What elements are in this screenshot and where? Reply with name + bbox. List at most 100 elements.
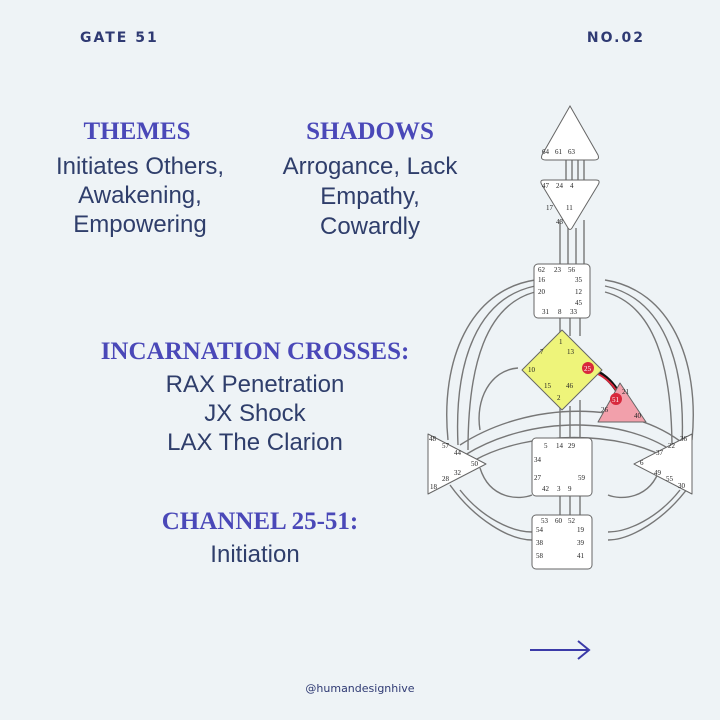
gate-label: 61 <box>555 148 563 156</box>
gate-label: 43 <box>556 218 564 226</box>
gate-label: 38 <box>536 539 544 547</box>
shadows-text: Arrogance, Lack Empathy, Cowardly <box>262 152 478 242</box>
gate-label: 22 <box>668 442 676 450</box>
gate-label: 45 <box>575 299 583 307</box>
gate-label: 31 <box>542 308 550 316</box>
gate-25-marker <box>582 362 594 374</box>
shadows-heading: SHADOWS <box>306 118 434 145</box>
channel-line: Initiation <box>210 541 300 568</box>
gate-label: 20 <box>538 288 546 296</box>
solar-plexus-center <box>633 433 693 495</box>
head-center <box>541 104 599 161</box>
gate-label: 56 <box>568 266 576 274</box>
gate-label: 25 <box>584 365 592 373</box>
gate-label: 39 <box>577 539 585 547</box>
gate-label: 42 <box>542 485 550 493</box>
gate-label: 21 <box>622 388 630 396</box>
gate-label: 13 <box>567 348 575 356</box>
gate-label: 44 <box>454 449 462 457</box>
incarnation-crosses-text: RAX Penetration JX Shock LAX The Clarion <box>120 370 390 457</box>
gate-label: 46 <box>566 382 574 390</box>
gate-label: 48 <box>429 435 437 443</box>
gate-label: 49 <box>654 469 662 477</box>
gate-label: 12 <box>575 288 583 296</box>
gate-label: 51 <box>612 396 620 404</box>
gate-label: 59 <box>578 474 586 482</box>
shadows-line: Arrogance, Lack <box>282 153 458 180</box>
gate-label: 37 <box>656 449 664 457</box>
gate-label: 55 <box>666 475 674 483</box>
slide-number: NO.02 <box>586 30 645 46</box>
gate-label: 27 <box>534 474 542 482</box>
gate-label: 58 <box>536 552 544 560</box>
bodygraph-diagram: 64 61 63 47 24 4 17 11 43 62 23 56 16 35… <box>427 104 694 570</box>
gate-label: 35 <box>575 276 583 284</box>
gate-label: 53 <box>541 517 549 525</box>
shadows-line: Empathy, <box>320 183 420 210</box>
gate-label: 57 <box>442 442 450 450</box>
spleen-center <box>427 433 487 495</box>
gate-label: 6 <box>640 459 644 467</box>
gate-label: 47 <box>542 182 550 190</box>
gate-label: 7 <box>540 348 544 356</box>
gate-label: 34 <box>534 456 542 464</box>
channel-text: Initiation <box>150 540 360 569</box>
gate-label: 60 <box>555 517 563 525</box>
gate-label: 1 <box>559 338 563 346</box>
gate-51-marker <box>610 393 622 405</box>
channel-heading: CHANNEL 25-51: <box>161 508 359 535</box>
incarnation-crosses-heading: INCARNATION CROSSES: <box>100 338 410 365</box>
themes-line: Initiates Others, <box>55 153 225 180</box>
themes-text: Initiates Others, Awakening, Empowering <box>40 152 240 239</box>
gate-label: 9 <box>568 485 572 493</box>
gate-label: 62 <box>538 266 546 274</box>
gate-label: 41 <box>577 552 585 560</box>
channel-lines <box>446 158 694 541</box>
themes-line: Empowering <box>73 211 207 238</box>
themes-line: Awakening, <box>78 182 202 209</box>
channel-25-51-highlight <box>597 373 617 391</box>
gate-label: 26 <box>601 406 609 414</box>
arrow-right-icon[interactable] <box>528 638 592 662</box>
gate-label: 24 <box>556 182 564 190</box>
themes-heading: THEMES <box>83 118 191 145</box>
gate-label: 14 <box>556 442 564 450</box>
gate-label: 50 <box>471 460 479 468</box>
gate-label: 33 <box>570 308 578 316</box>
gate-label: 8 <box>558 308 562 316</box>
gate-label: 40 <box>634 412 642 420</box>
gate-label: 54 <box>536 526 544 534</box>
gate-label: GATE 51 <box>80 30 159 46</box>
gate-label: 15 <box>544 382 552 390</box>
footer-handle: @humandesignhive <box>305 682 415 695</box>
cross-line: JX Shock <box>204 400 306 427</box>
gate-label: 23 <box>554 266 562 274</box>
gate-label: 11 <box>566 204 573 212</box>
root-center <box>531 514 593 570</box>
gate-label: 30 <box>678 482 686 490</box>
gate-label: 10 <box>528 366 536 374</box>
gate-labels: 64 61 63 47 24 4 17 11 43 62 23 56 16 35… <box>429 148 688 560</box>
shadows-line: Cowardly <box>319 213 421 240</box>
gate-label: 64 <box>542 148 550 156</box>
gate-label: 4 <box>570 182 574 190</box>
cross-line: RAX Penetration <box>165 371 345 398</box>
gate-label: 36 <box>680 435 688 443</box>
ajna-center <box>540 179 600 230</box>
gate-label: 16 <box>538 276 546 284</box>
gate-label: 63 <box>568 148 576 156</box>
gate-label: 3 <box>557 485 561 493</box>
gate-label: 5 <box>544 442 548 450</box>
gate-label: 19 <box>577 526 585 534</box>
heart-center <box>597 382 647 423</box>
gate-label: 2 <box>557 394 561 402</box>
gate-label: 18 <box>430 483 438 491</box>
cross-line: LAX The Clarion <box>167 429 343 456</box>
gate-label: 32 <box>454 469 462 477</box>
sacral-center <box>531 437 593 497</box>
gate-label: 17 <box>546 204 554 212</box>
gate-label: 28 <box>442 475 450 483</box>
gate-label: 52 <box>568 517 576 525</box>
g-center <box>521 329 603 411</box>
gate-label: 29 <box>568 442 576 450</box>
